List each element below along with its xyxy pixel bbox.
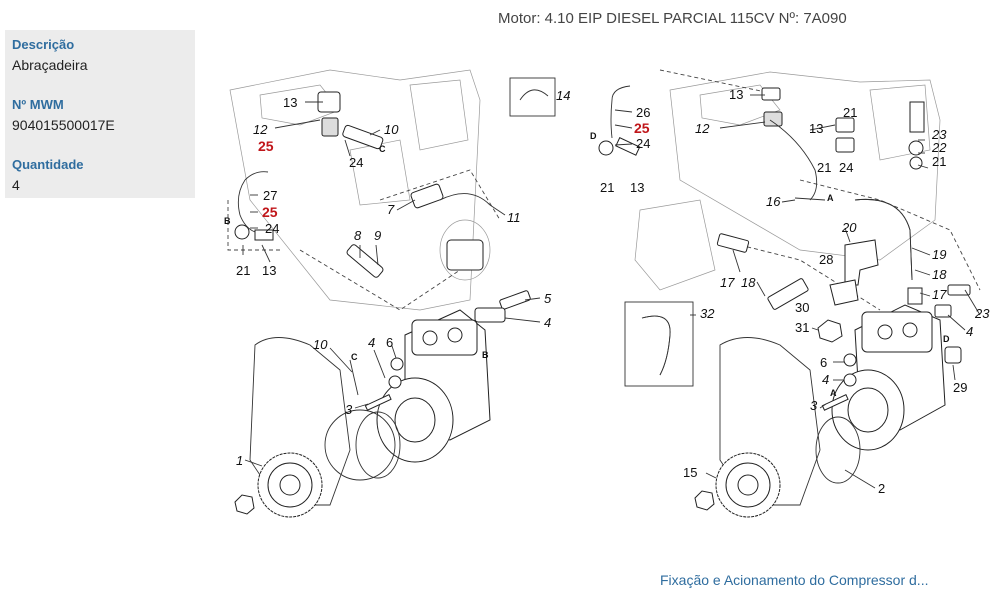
callout-21: 21 [236, 263, 250, 278]
callout-12: 12 [253, 122, 268, 137]
callout-D-r2: D [943, 334, 950, 344]
callout-26-r: 26 [636, 105, 650, 120]
callout-A-r2: A [830, 388, 837, 398]
callout-21-r4: 21 [932, 154, 946, 169]
callout-23-r2: 23 [974, 306, 990, 321]
callout-8: 8 [354, 228, 362, 243]
callout-B: B [224, 216, 231, 226]
callout-10: 10 [384, 122, 399, 137]
callout-3: 3 [345, 402, 353, 417]
compressor-section-link[interactable]: Fixação e Acionamento do Compressor d... [660, 572, 929, 588]
callout-24-r2: 24 [839, 160, 853, 175]
callout-5: 5 [544, 291, 552, 306]
callout-31-r: 31 [795, 320, 809, 335]
callout-13-r3: 13 [809, 121, 823, 136]
quantity-label: Quantidade [12, 157, 84, 172]
callout-27: 27 [263, 188, 277, 203]
callout-15-r: 15 [683, 465, 697, 480]
callout-20-r: 20 [841, 220, 857, 235]
description-value: Abraçadeira [12, 57, 88, 73]
callout-29-r: 29 [953, 380, 967, 395]
callout-21-r3: 21 [817, 160, 831, 175]
callout-B-b: B [482, 350, 489, 360]
callout-18-r: 18 [932, 267, 947, 282]
callout-13-r2: 13 [630, 180, 644, 195]
callout-21-r2: 21 [843, 105, 857, 120]
right-drawing: 13 26 25 12 24 D 21 13 21 13 21 24 23 22… [590, 69, 990, 518]
callout-25-highlight-r: 25 [634, 120, 650, 136]
callout-24: 24 [349, 155, 363, 170]
callout-13-r: 13 [729, 87, 743, 102]
callout-1: 1 [236, 453, 243, 468]
callout-13: 13 [283, 95, 297, 110]
callout-4-r2: 4 [822, 372, 829, 387]
description-label: Descrição [12, 37, 75, 52]
callout-24-r: 24 [636, 136, 650, 151]
left-drawing: 13 12 25 10 C 24 27 25 24 B 21 13 14 7 1… [224, 69, 570, 518]
callout-30-r: 30 [795, 300, 809, 315]
callout-4: 4 [544, 315, 551, 330]
callout-25-highlight-2: 25 [262, 204, 278, 220]
callout-10-b: 10 [313, 337, 328, 352]
callout-23-r: 23 [931, 127, 947, 142]
callout-6-r: 6 [820, 355, 827, 370]
mwm-number-value: 904015500017E [12, 117, 115, 133]
callout-3-r: 3 [810, 398, 818, 413]
callout-11: 11 [507, 210, 521, 225]
callout-D-r: D [590, 131, 597, 141]
callout-9: 9 [374, 228, 381, 243]
callout-13-b: 13 [262, 263, 276, 278]
callout-12-r: 12 [695, 121, 710, 136]
callout-4-b: 4 [368, 335, 375, 350]
callout-28-r: 28 [819, 252, 833, 267]
callout-18-r2: 18 [741, 275, 756, 290]
callout-4-r: 4 [966, 324, 973, 339]
callout-2-r: 2 [878, 481, 885, 496]
callout-24-b: 24 [265, 221, 279, 236]
callout-21-r: 21 [600, 180, 614, 195]
callout-16-r: 16 [766, 194, 781, 209]
callout-25-highlight: 25 [258, 138, 274, 154]
callout-C-b: C [351, 352, 358, 362]
part-details-panel: Descrição Abraçadeira Nº MWM 90401550001… [5, 30, 195, 198]
callout-19-r: 19 [932, 247, 946, 262]
callout-6: 6 [386, 335, 393, 350]
callout-14: 14 [556, 88, 570, 103]
quantity-value: 4 [12, 177, 20, 193]
callout-17-r: 17 [932, 287, 947, 302]
mwm-number-label: Nº MWM [12, 97, 64, 112]
callout-17-r2: 17 [720, 275, 735, 290]
callout-C: C [379, 144, 386, 154]
callout-7: 7 [387, 202, 395, 217]
page-title: Motor: 4.10 EIP DIESEL PARCIAL 115CV Nº:… [498, 10, 847, 27]
callout-22-r: 22 [931, 140, 947, 155]
callout-32-r: 32 [700, 306, 715, 321]
callout-A-r: A [827, 193, 834, 203]
